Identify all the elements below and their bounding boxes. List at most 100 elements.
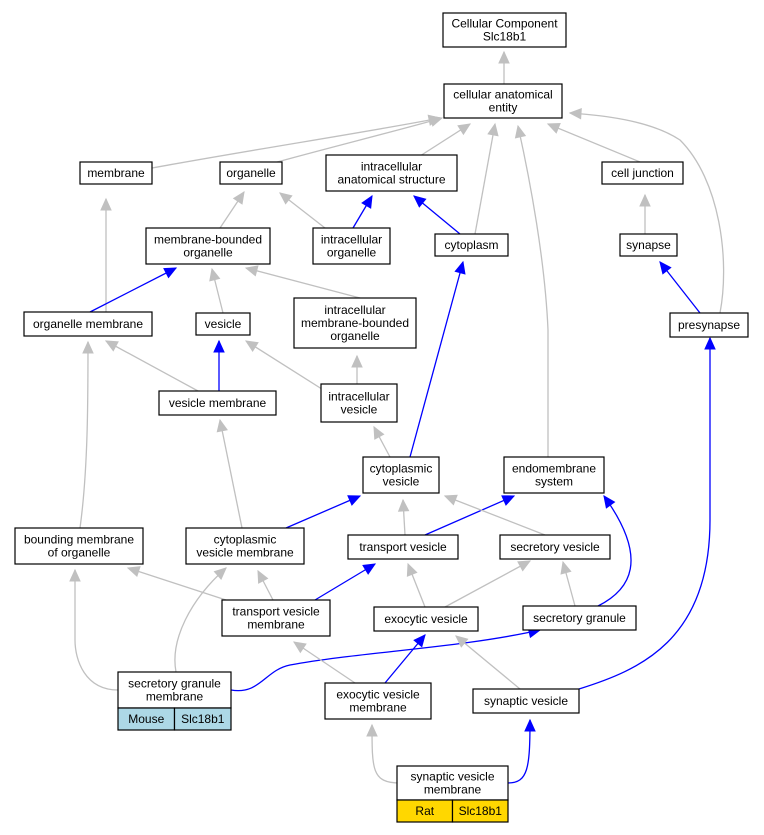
arrowhead-icon <box>457 123 472 136</box>
is-a-edge <box>547 123 641 163</box>
node-label: vesicle membrane <box>196 546 294 560</box>
arrowhead-icon <box>347 495 362 506</box>
node-box <box>522 605 637 631</box>
arrowhead-icon <box>213 339 225 353</box>
edges <box>69 50 725 784</box>
arrowhead-icon <box>351 354 363 368</box>
arrowhead-icon <box>704 336 716 350</box>
node-box <box>158 390 277 416</box>
arrowhead-icon <box>257 569 269 584</box>
arrowhead-icon <box>487 122 499 137</box>
is-a-edge <box>245 267 361 299</box>
node-label: anatomical structure <box>337 173 445 187</box>
node-label: Cellular Component <box>451 17 558 31</box>
node-label: secretory granule <box>128 677 221 691</box>
is-a-edge <box>105 340 199 392</box>
gene-cell: Slc18b1 <box>173 707 232 731</box>
node-label: synaptic vesicle <box>484 694 568 708</box>
node-label: of organelle <box>48 546 111 560</box>
node-transport-vesicle[interactable]: transport vesicle <box>347 534 459 560</box>
arrowhead-icon <box>366 723 378 737</box>
arrowhead-icon <box>361 194 373 209</box>
node-presynapse[interactable]: presynapse <box>669 312 749 338</box>
arrowhead-icon <box>292 641 307 654</box>
part-of-edge <box>507 719 531 784</box>
node-secretory-vesicle[interactable]: secretory vesicle <box>499 534 611 560</box>
node-vesicle[interactable]: vesicle <box>195 312 251 336</box>
part-of-edge <box>89 267 177 313</box>
node-box <box>396 765 509 801</box>
arrowhead-icon <box>82 340 94 354</box>
node-label: vesicle <box>383 475 420 489</box>
is-a-edge <box>151 117 441 169</box>
arrowhead-icon <box>232 190 245 205</box>
is-a-edge <box>455 635 521 690</box>
arrowhead-icon <box>455 635 469 648</box>
node-box <box>145 227 271 265</box>
arrowhead-icon <box>244 265 259 277</box>
node-label: cytoplasm <box>444 238 498 252</box>
arrowhead-icon <box>659 261 672 275</box>
node-membrane[interactable]: membrane <box>79 161 153 185</box>
node-label: organelle <box>330 329 380 343</box>
node-organelle[interactable]: organelle <box>219 161 283 185</box>
node-box <box>434 233 509 257</box>
arrowhead-icon <box>126 566 141 578</box>
node-synaptic-vesicle[interactable]: synaptic vesicle <box>472 688 580 714</box>
node-cytoplasm[interactable]: cytoplasm <box>434 233 509 257</box>
node-label: cell junction <box>611 166 674 180</box>
node-label: intracellular <box>321 233 382 247</box>
node-cell-junction[interactable]: cell junction <box>601 161 684 185</box>
arrowhead-icon <box>69 568 81 582</box>
part-of-edge <box>597 495 632 607</box>
node-box <box>221 599 331 637</box>
node-synapse[interactable]: synapse <box>619 233 678 257</box>
node-label: organelle <box>183 246 233 260</box>
node-secretory-granule[interactable]: secretory granule <box>522 605 637 631</box>
node-box <box>503 456 605 494</box>
node-box <box>601 161 684 185</box>
part-of-edge <box>230 629 541 692</box>
arrowhead-icon <box>603 495 616 509</box>
is-a-edge <box>174 567 227 673</box>
species-cell: Mouse <box>117 707 176 731</box>
node-organelle-membrane[interactable]: organelle membrane <box>23 311 153 337</box>
node-label: transport vesicle <box>232 605 320 619</box>
node-box <box>325 154 458 192</box>
arrowhead-icon <box>546 123 561 134</box>
node-label: synaptic vesicle <box>410 770 494 784</box>
arrowhead-icon <box>454 260 466 275</box>
is-a-edge <box>219 419 243 529</box>
node-label: system <box>535 475 573 489</box>
node-box <box>324 682 432 720</box>
is-a-edge <box>293 641 356 684</box>
arrowhead-icon <box>498 50 510 64</box>
node-label: membrane <box>349 701 407 715</box>
is-a-edge <box>474 123 496 235</box>
node-box <box>347 534 459 560</box>
node-label: membrane <box>424 783 482 797</box>
node-label: vesicle <box>341 403 378 417</box>
arrowhead-icon <box>560 560 572 575</box>
node-box <box>219 161 283 185</box>
node-label: intracellular <box>328 390 389 404</box>
node-exocytic-vesicle[interactable]: exocytic vesicle <box>373 606 479 632</box>
node-vesicle-membrane[interactable]: vesicle membrane <box>158 390 277 416</box>
